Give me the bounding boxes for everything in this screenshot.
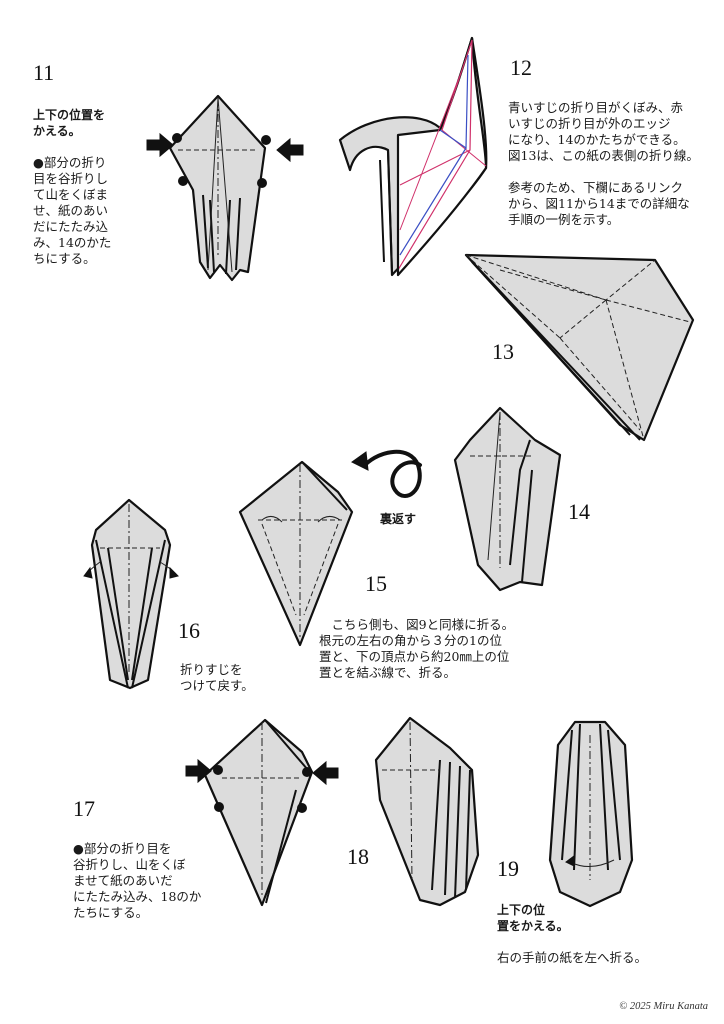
figure-13 xyxy=(464,253,695,442)
step-15-number: 15 xyxy=(365,571,387,596)
step-18-number: 18 xyxy=(347,844,369,869)
step-14-number: 14 xyxy=(568,499,590,524)
step-16-number: 16 xyxy=(178,618,200,643)
step-16-body: 折りすじを つけて戻す。 xyxy=(180,662,254,693)
figure-11 xyxy=(146,94,304,282)
step-13-number: 13 xyxy=(492,339,514,364)
step-12-caption: 青いすじの折り目がくぼみ、赤 いすじの折り目が外のエッジ になり、14のかたちが… xyxy=(508,84,718,244)
step-12-number: 12 xyxy=(510,55,532,80)
step-11-heading: 上下の位置を かえる。 xyxy=(33,108,106,138)
figure-18 xyxy=(374,716,480,907)
figure-12 xyxy=(338,36,488,277)
step-15-body: こちら側も、図9と同様に折る。 根元の左右の角から３分の1の位 置と、下の頂点か… xyxy=(319,617,515,680)
step-17-number: 17 xyxy=(73,796,95,821)
figure-15 xyxy=(238,460,354,647)
figure-14 xyxy=(453,406,562,592)
figure-19 xyxy=(548,720,634,908)
copyright-notice: © 2025 Miru Kanata xyxy=(619,1001,708,1012)
step-17-body: ●部分の折り目を 谷折りし、山をくぼ ませて紙のあいだ にたたみ込み、18のか … xyxy=(73,841,202,920)
figure-16 xyxy=(83,498,179,690)
step-11-body: ●部分の折り 目を谷折りし て山をくぼま せ、紙のあい だにたたみ込 み、14の… xyxy=(33,155,112,266)
step-17-caption: ●部分の折り目を 谷折りし、山をくぼ ませて紙のあいだ にたたみ込み、18のか … xyxy=(73,825,213,937)
turn-over-label: 裏返す xyxy=(380,512,417,526)
step-19-number: 19 xyxy=(497,856,519,881)
step-19-body: 右の手前の紙を左へ折る。 xyxy=(497,950,648,965)
step-12-body: 青いすじの折り目がくぼみ、赤 いすじの折り目が外のエッジ になり、14のかたちが… xyxy=(508,100,699,227)
step-11-caption: 上下の位置を かえる。 ●部分の折り 目を谷折りし て山をくぼま せ、紙のあい … xyxy=(33,91,133,283)
step-19-heading: 上下の位 置をかえる。 xyxy=(497,903,569,933)
turn-over-arrow xyxy=(351,449,422,498)
step-15-caption: こちら側も、図9と同様に折る。 根元の左右の角から３分の1の位 置と、下の頂点か… xyxy=(319,601,549,697)
step-16-caption: 折りすじを つけて戻す。 xyxy=(180,646,280,710)
figure-17 xyxy=(185,718,339,907)
step-19-caption: 上下の位 置をかえる。 右の手前の紙を左へ折る。 xyxy=(497,886,697,982)
step-11-number: 11 xyxy=(33,60,55,85)
